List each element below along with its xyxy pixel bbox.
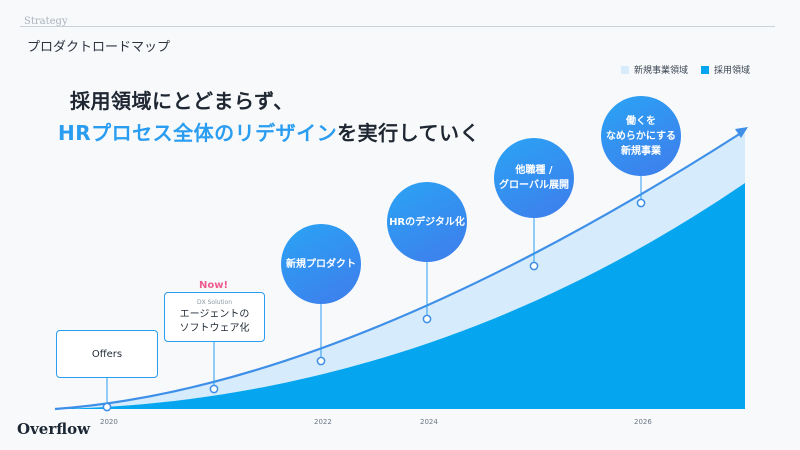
milestone-expansion-line1: 他職種 / bbox=[515, 165, 553, 176]
point-work bbox=[636, 198, 646, 208]
milestone-offers-label: Offers bbox=[91, 348, 123, 360]
milestone-dx-small: DX Solution bbox=[196, 298, 233, 306]
point-offers bbox=[102, 402, 112, 412]
brand-logo: Overflow bbox=[17, 420, 91, 438]
milestone-dx-solution: DX Solution エージェントの ソフトウェア化 bbox=[164, 292, 265, 342]
header-divider bbox=[20, 26, 775, 27]
legend-label-hr: 採用領域 bbox=[714, 66, 751, 76]
headline-highlight: HRプロセス全体のリデザイン bbox=[58, 121, 338, 145]
year-label: 2026 bbox=[634, 418, 652, 426]
milestone-work-line3: 新規事業 bbox=[621, 145, 661, 157]
year-label: 2024 bbox=[420, 418, 438, 426]
milestone-dx-line1: エージェントの bbox=[179, 308, 250, 320]
growth-line bbox=[54, 132, 742, 411]
legend-swatch-hr bbox=[701, 65, 709, 74]
milestone-expansion-line2: グローバル展開 bbox=[499, 180, 569, 191]
point-hr-digital bbox=[422, 314, 432, 324]
point-dx bbox=[209, 384, 219, 394]
milestone-expansion: 他職種 / グローバル展開 bbox=[494, 138, 574, 218]
headline-line1: 採用領域にとどまらず、 bbox=[70, 89, 294, 113]
recruiting-area bbox=[55, 183, 745, 409]
growth-arrow-head bbox=[735, 127, 748, 138]
milestone-dx-line2: ソフトウェア化 bbox=[179, 322, 250, 334]
milestone-work: 働くを なめらかにする 新規事業 bbox=[601, 96, 681, 176]
milestone-hr-digital-label: HRのデジタル化 bbox=[389, 216, 465, 228]
legend-new-business: 新規事業領域 bbox=[621, 63, 688, 76]
eyebrow-label: Strategy bbox=[24, 16, 68, 27]
point-new-product bbox=[316, 356, 326, 366]
now-badge: Now! bbox=[199, 280, 229, 291]
milestone-offers: Offers bbox=[56, 330, 158, 378]
year-label: 2022 bbox=[314, 418, 332, 426]
milestone-work-line1: 働くを bbox=[626, 115, 656, 127]
headline-line2: HRプロセス全体のリデザインを実行していく bbox=[58, 117, 480, 146]
legend-recruiting: 採用領域 bbox=[701, 63, 750, 76]
milestone-work-line2: なめらかにする bbox=[605, 130, 677, 142]
milestone-new-product-label: 新規プロダクト bbox=[286, 258, 356, 270]
legend-label-new: 新規事業領域 bbox=[634, 66, 689, 76]
point-expansion bbox=[529, 261, 539, 271]
legend-swatch-new bbox=[621, 65, 629, 74]
headline-rest: を実行していく bbox=[337, 121, 481, 145]
milestone-new-product: 新規プロダクト bbox=[281, 224, 361, 304]
year-label: 2020 bbox=[100, 418, 118, 426]
milestone-hr-digital: HRのデジタル化 bbox=[387, 182, 467, 262]
section-title: プロダクトロードマップ bbox=[27, 40, 171, 55]
